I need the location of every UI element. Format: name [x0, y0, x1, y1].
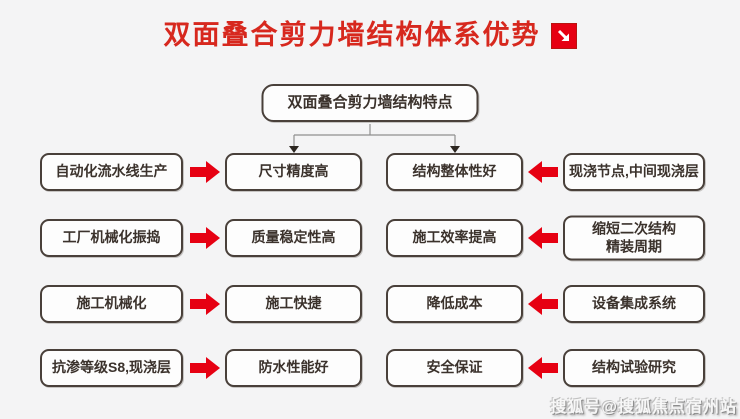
node-source-right: 缩短二次结构 精装周期 — [563, 215, 705, 261]
arrow-right-icon — [190, 227, 220, 249]
watermark: 搜狐号@搜狐焦点宿州站 — [550, 399, 737, 416]
node-benefit-right: 结构整体性好 — [386, 153, 523, 191]
diagonal-arrow-icon — [550, 22, 577, 49]
diagram-row-2: 工厂机械化振捣 质量稳定性高 施工效率提高 缩短二次结构 精装周期 — [0, 214, 740, 262]
node-source-left: 抗渗等级S8,现浇层 — [40, 349, 183, 387]
node-benefit-right: 施工效率提高 — [386, 219, 523, 257]
arrow-left-icon — [528, 357, 558, 379]
arrow-left-icon — [528, 227, 558, 249]
node-benefit-left: 质量稳定性高 — [225, 219, 362, 257]
node-source-left: 施工机械化 — [40, 285, 183, 323]
title-text: 双面叠合剪力墙结构体系优势 — [163, 20, 541, 50]
arrow-left-icon — [528, 293, 558, 315]
node-benefit-right: 安全保证 — [386, 349, 523, 387]
arrow-right-icon — [190, 161, 220, 183]
diagram-row-3: 施工机械化 施工快捷 降低成本 设备集成系统 — [0, 280, 740, 328]
node-source-right: 现浇节点,中间现浇层 — [563, 153, 705, 191]
diagram-row-4: 抗渗等级S8,现浇层 防水性能好 安全保证 结构试验研究 — [0, 344, 740, 392]
node-source-left: 工厂机械化振捣 — [40, 219, 183, 257]
node-benefit-right: 降低成本 — [386, 285, 523, 323]
arrow-right-icon — [190, 293, 220, 315]
node-source-right: 结构试验研究 — [563, 349, 705, 387]
node-benefit-left: 尺寸精度高 — [225, 153, 362, 191]
node-source-left: 自动化流水线生产 — [40, 153, 183, 191]
node-source-right: 设备集成系统 — [563, 285, 705, 323]
page-title: 双面叠合剪力墙结构体系优势 — [0, 22, 740, 49]
arrow-left-icon — [528, 161, 558, 183]
diagram-row-1: 自动化流水线生产 尺寸精度高 结构整体性好 现浇节点,中间现浇层 — [0, 148, 740, 196]
node-benefit-left: 施工快捷 — [225, 285, 362, 323]
node-benefit-left: 防水性能好 — [225, 349, 362, 387]
arrow-right-icon — [190, 357, 220, 379]
root-node: 双面叠合剪力墙结构特点 — [261, 84, 479, 122]
